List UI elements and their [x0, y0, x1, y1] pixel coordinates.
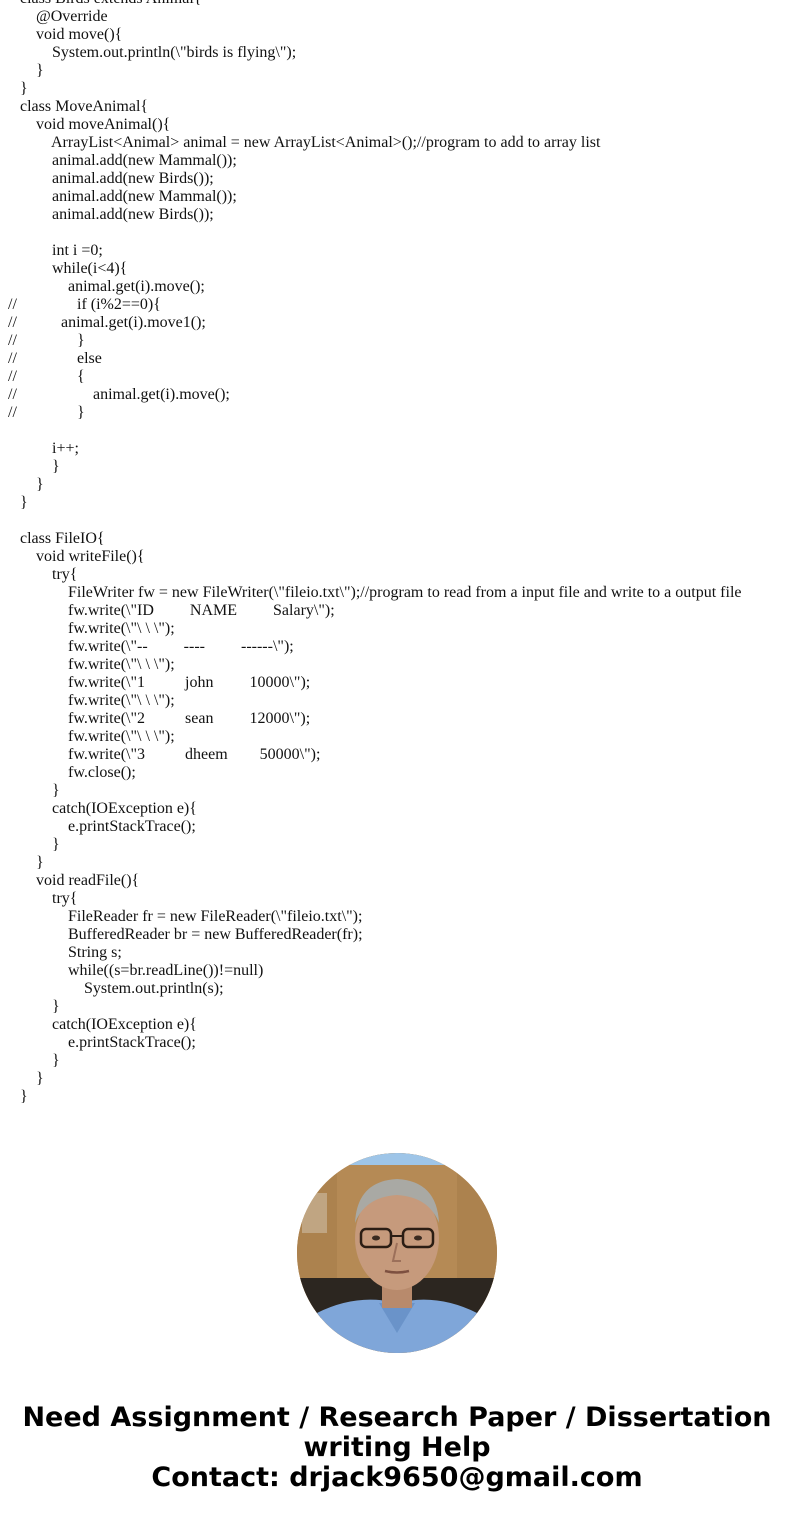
comment-marker: // [8, 350, 17, 367]
code-line: } [52, 998, 60, 1015]
code-line: animal.get(i).move1(); [61, 314, 206, 331]
code-line: fw.write(\"-- ---- ------\"); [68, 638, 294, 655]
code-line: animal.add(new Mammal()); [52, 188, 237, 205]
promo-headline: Need Assignment / Research Paper / Disse… [22, 1402, 772, 1433]
code-line: class MoveAnimal{ [20, 98, 149, 115]
code-line: ArrayList<Animal> animal = new ArrayList… [51, 134, 601, 151]
code-line: fw.write(\"1 john 10000\"); [68, 674, 311, 691]
person-photo-icon [297, 1153, 497, 1353]
code-line: void moveAnimal(){ [36, 116, 171, 133]
code-line: fw.write(\"\ \ \"); [68, 656, 175, 673]
code-line: catch(IOException e){ [52, 800, 197, 817]
code-line: i++; [52, 440, 79, 457]
code-line: while((s=br.readLine())!=null) [68, 962, 264, 979]
code-line: fw.write(\"3 dheem 50000\"); [68, 746, 321, 763]
code-line: } [52, 1052, 60, 1069]
code-line: } [77, 404, 85, 421]
code-line: } [77, 332, 85, 349]
code-line: e.printStackTrace(); [68, 818, 196, 835]
code-line: else [77, 350, 102, 367]
code-line: } [36, 854, 44, 871]
code-line: } [20, 1088, 28, 1105]
code-line: int i =0; [52, 242, 103, 259]
comment-marker: // [8, 332, 17, 349]
code-line: } [20, 494, 28, 511]
comment-marker: // [8, 386, 17, 403]
code-line: FileReader fr = new FileReader(\"fileio.… [68, 908, 363, 925]
code-line: void readFile(){ [36, 872, 140, 889]
code-line: fw.close(); [68, 764, 136, 781]
code-line: e.printStackTrace(); [68, 1034, 196, 1051]
code-line: animal.add(new Mammal()); [52, 152, 237, 169]
code-line: catch(IOException e){ [52, 1016, 197, 1033]
code-line: fw.write(\"\ \ \"); [68, 692, 175, 709]
code-line: } [52, 458, 60, 475]
code-line: animal.get(i).move(); [93, 386, 230, 403]
code-line: void move(){ [36, 26, 123, 43]
code-line: class FileIO{ [20, 530, 105, 547]
promo-subheadline: writing Help [303, 1432, 491, 1463]
promo-banner: Need Assignment / Research Paper / Disse… [0, 1403, 794, 1493]
code-line: animal.add(new Birds()); [52, 170, 214, 187]
code-line: fw.write(\"2 sean 12000\"); [68, 710, 311, 727]
code-line: } [36, 476, 44, 493]
code-line: @Override [36, 8, 108, 25]
code-line: } [36, 1070, 44, 1087]
code-line: { [77, 368, 85, 385]
code-line: animal.get(i).move(); [68, 278, 205, 295]
code-line: void writeFile(){ [36, 548, 145, 565]
code-line: while(i<4){ [52, 260, 128, 277]
code-line: class Birds extends Animal{ [20, 0, 201, 8]
comment-marker: // [8, 314, 17, 331]
code-line: } [20, 80, 28, 97]
code-line: } [52, 782, 60, 799]
code-line: fw.write(\"ID NAME Salary\"); [68, 602, 335, 619]
author-avatar [297, 1153, 497, 1353]
comment-marker: // [8, 404, 17, 421]
code-line: System.out.println(s); [84, 980, 224, 997]
code-line: System.out.println(\"birds is flying\"); [52, 44, 297, 61]
code-line: fw.write(\"\ \ \"); [68, 620, 175, 637]
code-line: } [52, 836, 60, 853]
comment-marker: // [8, 368, 17, 385]
code-line: if (i%2==0){ [77, 296, 161, 313]
comment-marker: // [8, 296, 17, 313]
code-line: try{ [52, 890, 78, 907]
promo-contact-email: Contact: drjack9650@gmail.com [151, 1462, 643, 1493]
code-line: fw.write(\"\ \ \"); [68, 728, 175, 745]
code-line: FileWriter fw = new FileWriter(\"fileio.… [68, 584, 742, 601]
code-line: animal.add(new Birds()); [52, 206, 214, 223]
code-line: BufferedReader br = new BufferedReader(f… [68, 926, 363, 943]
code-line: String s; [68, 944, 122, 961]
code-line: } [36, 62, 44, 79]
code-line: try{ [52, 566, 78, 583]
